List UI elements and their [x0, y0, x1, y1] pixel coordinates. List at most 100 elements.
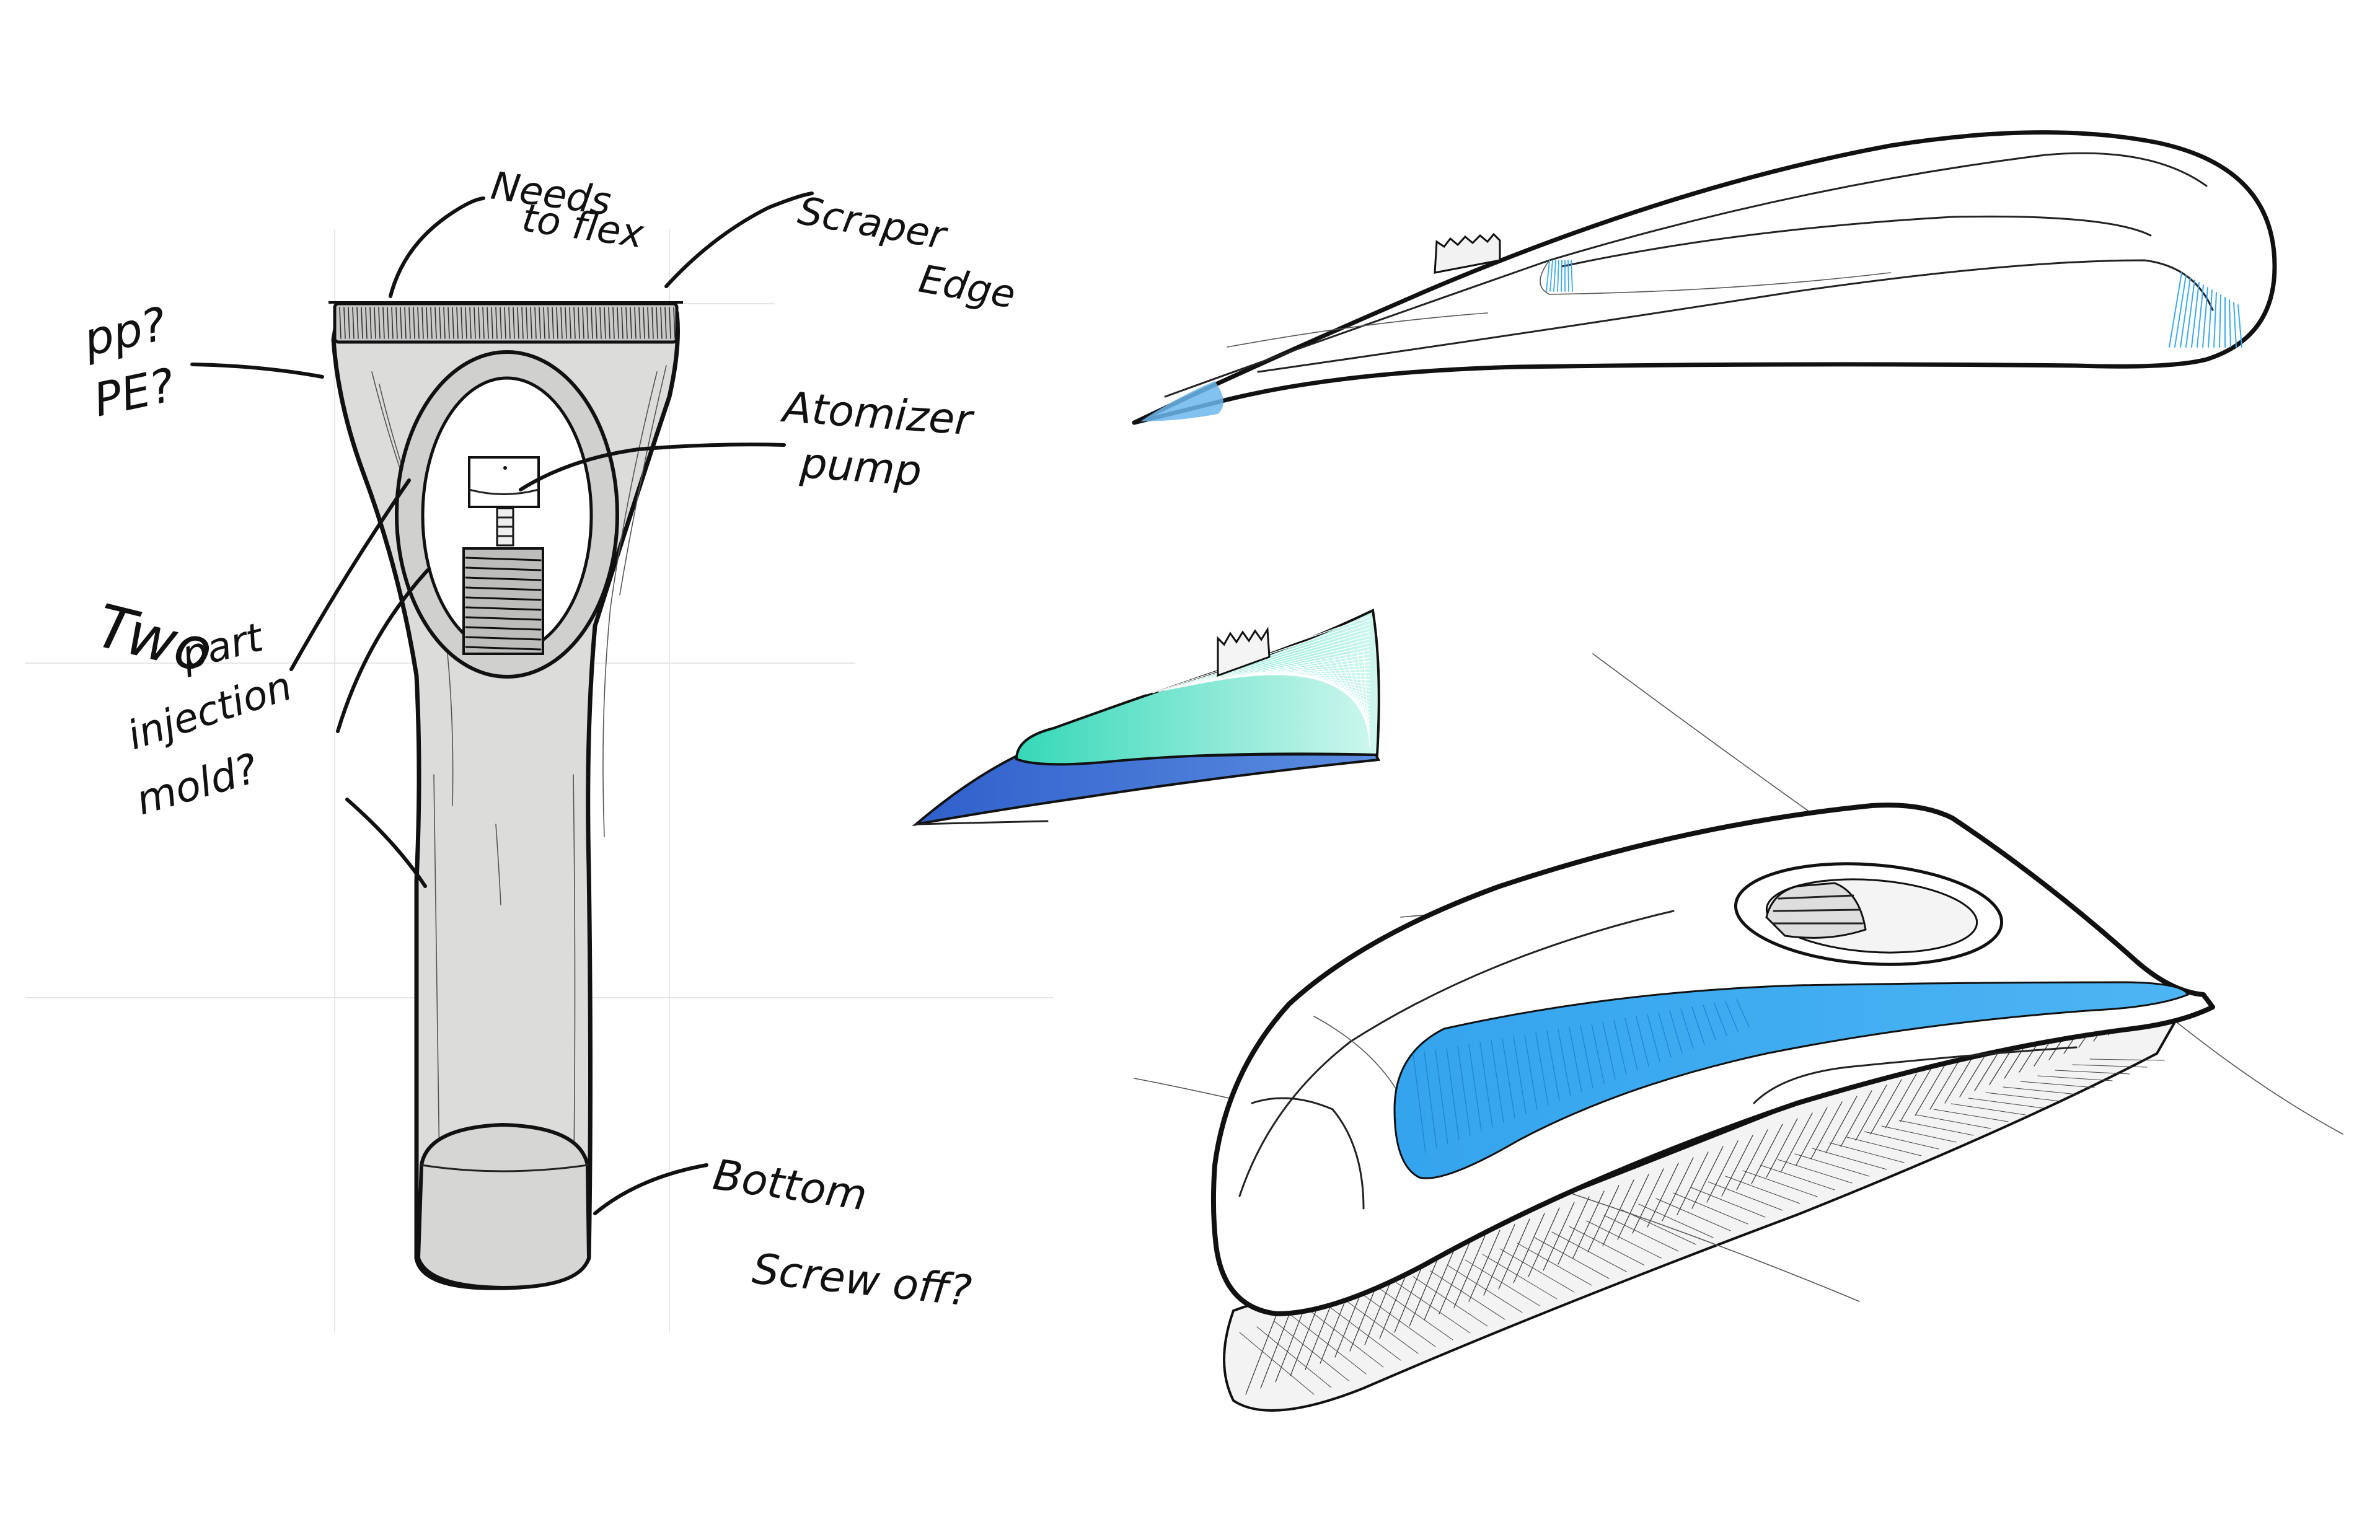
- hatch-stroke: [1424, 1246, 1456, 1321]
- hatch-stroke: [421, 307, 424, 339]
- hatch-stroke: [1499, 1248, 1575, 1293]
- hatch-stroke: [1453, 1235, 1486, 1308]
- hatch-stroke: [443, 307, 446, 339]
- hatch-stroke: [656, 307, 658, 339]
- hatch-stroke: [2174, 275, 2187, 348]
- hatch-stroke: [1360, 1293, 1436, 1347]
- hatch-stroke: [1624, 1018, 1638, 1071]
- hatch-stroke: [1251, 672, 1370, 680]
- hatch-stroke: [573, 307, 576, 339]
- hatch-stroke: [1985, 1092, 2061, 1102]
- hatch-stroke: [452, 307, 454, 339]
- hatch-stroke: [1703, 1005, 1716, 1041]
- hatch-stroke: [2020, 1081, 2096, 1088]
- hatch-stroke: [474, 307, 476, 339]
- atomizer-pump: [462, 456, 544, 655]
- hatch-stroke: [625, 307, 628, 339]
- hatch-stroke: [465, 616, 542, 621]
- hatch-stroke: [591, 307, 593, 339]
- hatch-stroke: [491, 307, 493, 339]
- hatch-stroke: [1534, 1237, 1610, 1279]
- hatch-stroke: [1558, 1196, 1590, 1265]
- hatch-stroke: [1447, 1265, 1523, 1313]
- hatch-stroke: [1245, 674, 1370, 677]
- hatch-stroke: [539, 307, 541, 339]
- hatch-stroke: [2229, 299, 2231, 348]
- hatch-stroke: [417, 307, 420, 339]
- hatch-stroke: [1794, 1153, 1870, 1177]
- hatch-stroke: [1274, 1321, 1349, 1381]
- hatch-stroke: [395, 307, 398, 339]
- hatch-stroke: [1840, 1090, 1872, 1147]
- hatch-stroke: [599, 307, 602, 339]
- hatch-stroke: [669, 307, 671, 339]
- hatch-stroke: [1725, 1176, 1800, 1204]
- hatch-stroke: [2191, 282, 2200, 348]
- hatch-stroke: [1413, 1276, 1488, 1327]
- hatch-stroke: [1561, 260, 1562, 292]
- hatch-stroke: [1742, 1170, 1818, 1197]
- hatch-stroke: [517, 307, 519, 339]
- hatch-stroke: [2169, 272, 2182, 348]
- hatch-stroke: [1535, 1032, 1549, 1106]
- hatch-stroke: [495, 307, 498, 339]
- hatch-stroke: [2072, 1064, 2148, 1068]
- hatch-stroke: [2219, 294, 2221, 348]
- hatch-stroke: [1543, 1202, 1575, 1271]
- hatch-stroke: [1766, 1118, 1798, 1178]
- profile-teal-body: [1015, 609, 1380, 766]
- hatch-stroke: [1482, 1254, 1558, 1300]
- hatch-stroke: [1513, 1213, 1545, 1283]
- hatch-stroke: [1881, 1125, 1957, 1143]
- hatch-stroke: [2180, 277, 2191, 348]
- hatch-stroke: [348, 307, 350, 339]
- label-atomizer: Atomizer: [779, 383, 976, 446]
- hatch-stroke: [1690, 1187, 1766, 1218]
- hatch-stroke: [651, 307, 654, 339]
- hatch-stroke: [1569, 1226, 1644, 1265]
- hatch-stroke: [356, 307, 359, 339]
- hatch-stroke: [1708, 1181, 1783, 1211]
- hatch-stroke: [2037, 1075, 2113, 1081]
- side-view-threads: [1434, 232, 1501, 274]
- hatch-stroke: [487, 307, 489, 339]
- hatch-stroke: [1517, 1243, 1592, 1286]
- hatch-stroke: [1395, 1282, 1471, 1334]
- hatch-stroke: [413, 307, 415, 339]
- hatch-stroke: [1944, 1051, 1977, 1104]
- label-edge: Edge: [915, 256, 1018, 317]
- hatch-stroke: [664, 307, 667, 339]
- hatch-stroke: [521, 307, 524, 339]
- annotation-scraper-edge: Scraper Edge: [795, 188, 1018, 317]
- hatch-stroke: [673, 307, 676, 339]
- hatch-stroke: [1587, 1185, 1620, 1252]
- hatch-stroke: [2237, 304, 2242, 348]
- hatch-stroke: [1636, 1016, 1649, 1067]
- profile-navy-base: [912, 750, 1381, 827]
- hatch-stroke: [1647, 1163, 1679, 1228]
- hatch-stroke: [1916, 1114, 1991, 1129]
- hatch-stroke: [434, 307, 437, 339]
- hatch-stroke: [465, 566, 542, 571]
- hatch-stroke: [1409, 1252, 1441, 1327]
- hatch-stroke: [1950, 1103, 2026, 1115]
- hatch-stroke: [1898, 1120, 1974, 1136]
- hatch-stroke: [465, 606, 542, 611]
- hatch-stroke: [1479, 1042, 1493, 1127]
- label-pp: pp?: [79, 297, 171, 367]
- hatch-stroke: [1307, 661, 1370, 714]
- label-pump: pump: [798, 439, 923, 496]
- hatch-stroke: [2202, 287, 2208, 348]
- hatch-stroke: [1846, 1137, 1922, 1156]
- hatch-stroke: [361, 307, 363, 339]
- hatch-stroke: [630, 307, 632, 339]
- hatch-stroke: [1424, 1051, 1437, 1149]
- hatch-stroke: [1549, 260, 1553, 292]
- hatch-stroke: [508, 307, 511, 339]
- hatch-stroke: [426, 307, 428, 339]
- hatch-stroke: [1736, 1129, 1768, 1190]
- hatch-stroke: [1602, 1021, 1616, 1080]
- profile-threads: [1217, 627, 1271, 677]
- front-view-sketch: [328, 301, 683, 1290]
- hatch-stroke: [1929, 1057, 1962, 1110]
